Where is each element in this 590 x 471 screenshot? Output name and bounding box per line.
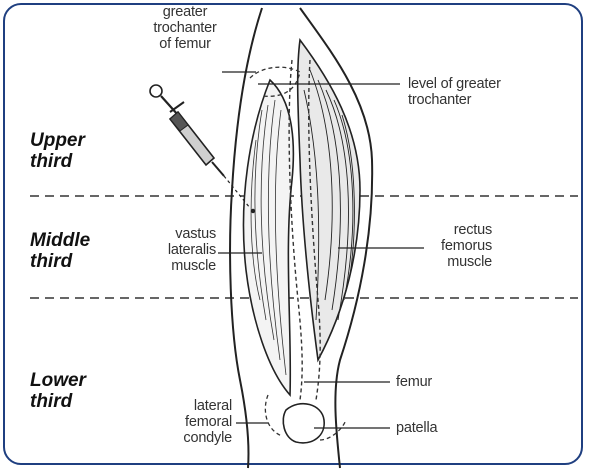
label-greater-trochanter: greater trochanter of femur bbox=[140, 4, 230, 52]
label-femur: femur bbox=[396, 374, 456, 390]
zone-lower-third: Lower third bbox=[30, 370, 86, 412]
rectus-femorus-muscle bbox=[298, 40, 360, 360]
label-level-greater-trochanter: level of greater trochanter bbox=[408, 76, 538, 108]
label-vastus-lateralis: vastus lateralis muscle bbox=[142, 226, 216, 274]
lateral-femoral-condyle bbox=[265, 395, 282, 436]
zone-middle-third: Middle third bbox=[30, 230, 90, 272]
patella-bone bbox=[283, 404, 324, 443]
label-rectus-femorus: rectus femorus muscle bbox=[420, 222, 492, 270]
label-patella: patella bbox=[396, 420, 466, 436]
zone-upper-third: Upper third bbox=[30, 130, 85, 172]
label-lateral-femoral-condyle: lateral femoral condyle bbox=[160, 398, 232, 446]
